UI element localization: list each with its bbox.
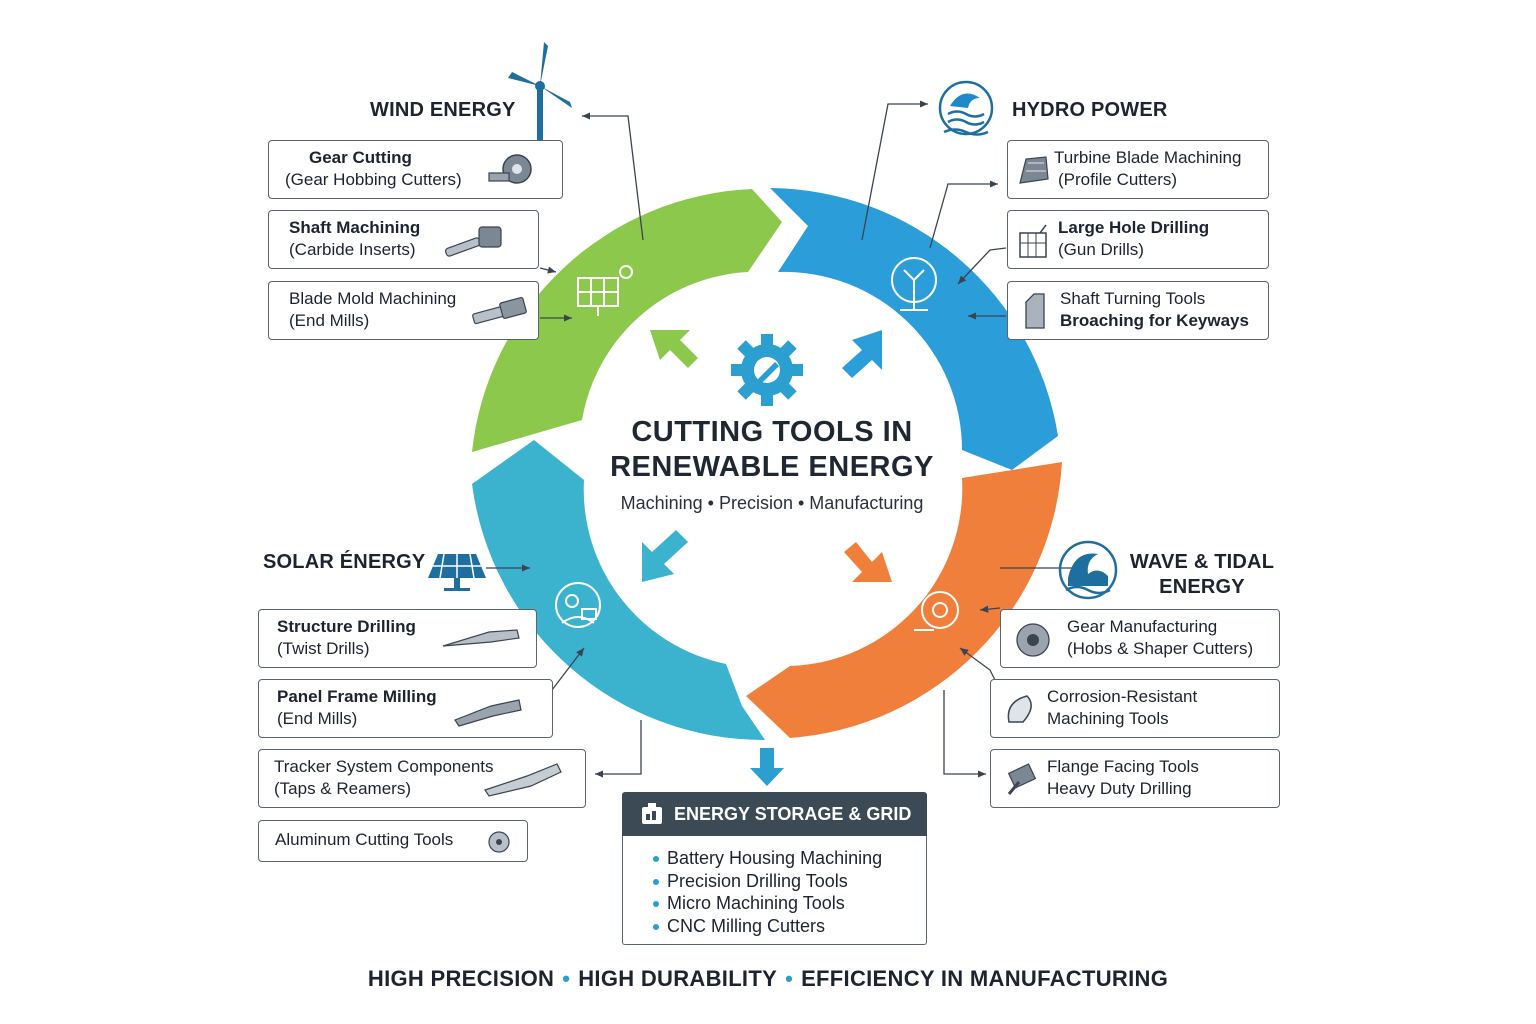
bullet	[653, 879, 659, 885]
wave-item-gear-manufacturing: Gear Manufacturing (Hobs & Shaper Cutter…	[1000, 609, 1280, 668]
storage-list: Battery Housing Machining Precision Dril…	[622, 836, 927, 945]
wind-turbine-icon	[508, 42, 572, 140]
broach-icon	[1025, 293, 1045, 329]
ring-segment-hydro	[770, 188, 1058, 470]
arrow-up-left-icon	[650, 330, 698, 368]
center-subtitle: Machining • Precision • Manufacturing	[620, 493, 924, 513]
arrow-down-icon	[750, 748, 784, 786]
wind-section-title: WIND ENERGY	[370, 99, 516, 121]
item-subtitle: (End Mills)	[277, 709, 358, 728]
milling-head-icon	[488, 831, 510, 853]
water-wave-icon	[938, 80, 994, 136]
wave-title-line1: WAVE & TIDAL	[1129, 551, 1275, 573]
turbine-tree-icon	[891, 257, 937, 311]
hob-cutter-icon	[1016, 623, 1050, 657]
storage-title: ENERGY STORAGE & GRID	[674, 804, 912, 824]
gun-drill-icon	[1019, 224, 1047, 258]
storage-item: Battery Housing Machining	[667, 848, 883, 868]
wave-item-flange: Flange Facing Tools Heavy Duty Drilling	[990, 749, 1280, 808]
item-subtitle: Machining Tools	[1047, 709, 1169, 728]
arrow-down-right-icon	[844, 542, 892, 582]
footer-part3: EFFICIENCY IN MANUFACTURING	[801, 966, 1169, 991]
solar-panel-icon	[577, 265, 633, 316]
center-title-line1: CUTTING TOOLS IN	[631, 416, 913, 448]
center-title-line2: RENEWABLE ENERGY	[610, 451, 934, 483]
item-subtitle: (Taps & Reamers)	[274, 779, 411, 798]
solar-item-aluminum: Aluminum Cutting Tools	[258, 820, 528, 862]
item-subtitle: (Carbide Inserts)	[289, 240, 416, 259]
item-title: Turbine Blade Machining	[1054, 148, 1242, 167]
hydro-section-title: HYDRO POWER	[1012, 99, 1168, 121]
footer-separator: •	[785, 966, 794, 991]
footer-part1: HIGH PRECISION	[367, 966, 555, 991]
solar-section-title: SOLAR ÉNERGY	[263, 551, 426, 573]
shaft-tool-icon	[444, 226, 502, 257]
item-title: Large Hole Drilling	[1058, 218, 1210, 237]
footer-tagline: HIGH PRECISION • HIGH DURABILITY • EFFICIENC…	[0, 966, 1536, 992]
item-title: Panel Frame Milling	[277, 687, 437, 706]
item-title: Structure Drilling	[277, 617, 416, 636]
tidal-wave-icon	[1058, 540, 1118, 600]
wind-item-blade-mold: Blade Mold Machining (End Mills)	[268, 281, 539, 340]
item-subtitle: (Hobs & Shaper Cutters)	[1067, 639, 1254, 658]
storage-item: CNC Milling Cutters	[667, 916, 826, 936]
item-title: Shaft Turning Tools	[1060, 289, 1206, 308]
item-subtitle: Heavy Duty Drilling	[1047, 779, 1192, 798]
solar-item-panel-frame: Panel Frame Milling (End Mills)	[258, 679, 553, 738]
item-title: Blade Mold Machining	[289, 289, 457, 308]
item-title: Shaft Machining	[289, 218, 421, 237]
bullet	[653, 924, 659, 930]
insert-icon	[1007, 695, 1032, 723]
solar-array-icon	[428, 553, 486, 591]
item-title: Corrosion-Resistant	[1047, 687, 1198, 706]
ring-segment-wind	[472, 189, 782, 452]
reamer-icon	[484, 763, 562, 797]
item-title: Gear Manufacturing	[1067, 617, 1218, 636]
storage-item: Precision Drilling Tools	[667, 871, 848, 891]
storage-header: ENERGY STORAGE & GRID	[622, 792, 927, 836]
item-subtitle: (Gun Drills)	[1058, 240, 1144, 259]
profile-cutter-icon	[1019, 156, 1049, 184]
item-subtitle: (Twist Drills)	[277, 639, 370, 658]
battery-icon	[642, 803, 662, 824]
footer-part2: HIGH DURABILITY	[578, 966, 778, 991]
item-title: Aluminum Cutting Tools	[275, 830, 454, 849]
wind-item-shaft-machining: Shaft Machining (Carbide Inserts)	[268, 210, 539, 269]
solar-item-tracker: Tracker System Components (Taps & Reamer…	[258, 749, 586, 808]
hydro-item-large-hole: Large Hole Drilling (Gun Drills)	[1007, 210, 1269, 269]
flange-tool-icon	[1007, 763, 1037, 795]
ring-segment-wave	[746, 462, 1062, 738]
footer-separator: •	[562, 966, 571, 991]
wave-title-line2: ENERGY	[1159, 576, 1245, 598]
item-subtitle: (Gear Hobbing Cutters)	[285, 170, 462, 189]
item-subtitle: (End Mills)	[289, 311, 370, 330]
gear-wave-icon	[914, 591, 959, 631]
twist-drill-icon	[442, 629, 520, 647]
bullet	[653, 856, 659, 862]
solar-cycle-icon	[555, 582, 601, 628]
item-title: Tracker System Components	[274, 757, 494, 776]
item-subtitle: (Profile Cutters)	[1058, 170, 1178, 189]
item-subtitle: Broaching for Keyways	[1060, 311, 1249, 330]
wind-item-gear-cutting: Gear Cutting (Gear Hobbing Cutters)	[268, 140, 563, 199]
end-mill-icon	[472, 297, 527, 325]
solar-item-structure-drilling: Structure Drilling (Twist Drills)	[258, 609, 537, 668]
arrow-down-left-icon	[642, 530, 688, 582]
item-title: Gear Cutting	[309, 148, 412, 167]
end-mill-icon	[454, 699, 522, 727]
wave-item-corrosion: Corrosion-Resistant Machining Tools	[990, 679, 1280, 738]
item-title: Flange Facing Tools	[1047, 757, 1199, 776]
ring-segment-solar	[472, 440, 765, 741]
hydro-item-shaft-turning: Shaft Turning Tools Broaching for Keyway…	[1007, 281, 1269, 340]
storage-item: Micro Machining Tools	[667, 893, 845, 913]
bullet	[653, 901, 659, 907]
arrow-up-right-icon	[842, 330, 882, 378]
gear-icon	[731, 334, 803, 406]
gear-hob-icon	[488, 154, 532, 184]
hydro-item-turbine-blade: Turbine Blade Machining (Profile Cutters…	[1007, 140, 1269, 199]
wave-section-title: WAVE & TIDAL ENERGY	[1128, 551, 1276, 599]
